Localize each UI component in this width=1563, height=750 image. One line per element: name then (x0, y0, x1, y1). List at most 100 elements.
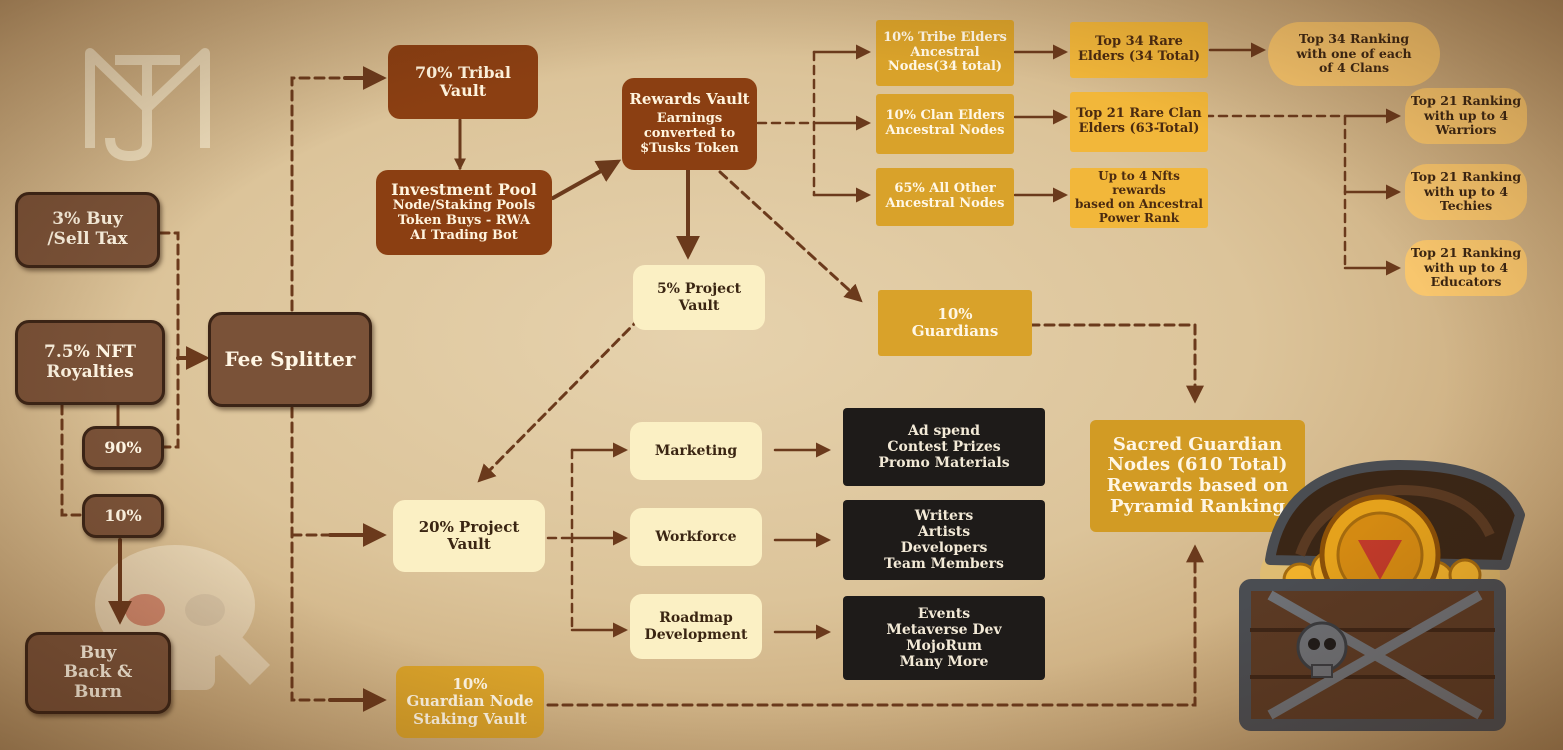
ranking-educators-line1: Top 21 Ranking (1410, 245, 1522, 261)
marketing-detail-2: Contest Prizes (887, 438, 1001, 455)
guardian-staking-line3: Staking Vault (413, 709, 527, 728)
investment-pool-title: Investment Pool (391, 179, 537, 199)
roadmap-detail-2: Metaverse Dev (886, 621, 1002, 638)
workforce-detail-3: Developers (900, 540, 988, 556)
top-34-rare-line2: Elders (34 Total) (1077, 49, 1201, 64)
tribe-elders-line3: Nodes(34 total) (887, 59, 1003, 75)
all-other-nodes-node: 65% All Other Ancestral Nodes (876, 168, 1014, 226)
sacred-line1: Sacred Guardian (1112, 433, 1283, 455)
ranking-clans-line3: of 4 Clans (1318, 60, 1390, 76)
workforce-node: Workforce (630, 508, 762, 566)
fee-splitter-label: Fee Splitter (224, 347, 356, 371)
sacred-line4: Pyramid Ranking (1110, 495, 1285, 517)
buy-back-burn-label: Buy Back & Burn (63, 642, 133, 702)
workforce-detail-1: Writers (914, 507, 974, 524)
ranking-warriors-line3: Warriors (1435, 122, 1497, 138)
roadmap-detail-1: Events (917, 605, 971, 622)
guardians-line1: 10% (937, 304, 973, 323)
buy-sell-tax-label: 3% Buy /Sell Tax (47, 209, 128, 249)
clan-elders-line2: Ancestral Nodes (885, 123, 1005, 138)
nft-royalties-label: 7.5% NFT Royalties (44, 341, 136, 382)
investment-pool-line1: Node/Staking Pools (392, 198, 536, 214)
fee-splitter-node: Fee Splitter (208, 312, 372, 407)
roadmap-line2: Development (644, 626, 748, 643)
buy-back-burn-node: Buy Back & Burn (25, 632, 171, 714)
rewards-vault-node: Rewards Vault Earnings converted to $Tus… (622, 78, 757, 170)
investment-pool-node: Investment Pool Node/Staking Pools Token… (376, 170, 552, 255)
clan-elders-line1: 10% Clan Elders (885, 108, 1005, 124)
workforce-details-node: Writers Artists Developers Team Members (843, 500, 1045, 580)
roadmap-details-node: Events Metaverse Dev MojoRum Many More (843, 596, 1045, 680)
guardian-staking-line2: Guardian Node (406, 692, 534, 711)
workforce-label: Workforce (655, 528, 737, 545)
top-21-rare-clan-node: Top 21 Rare Clan Elders (63-Total) (1070, 92, 1208, 152)
pct-90-node: 90% (82, 426, 164, 470)
ranking-educators-line3: Educators (1430, 274, 1502, 290)
ranking-techies-line3: Techies (1439, 198, 1493, 214)
top-21-rare-line2: Elders (63-Total) (1078, 121, 1200, 136)
buy-sell-tax-node: 3% Buy /Sell Tax (15, 192, 160, 268)
clan-elders-node: 10% Clan Elders Ancestral Nodes (876, 94, 1014, 154)
nft-rewards-line1: Up to 4 Nfts rewards (1098, 169, 1180, 198)
workforce-detail-4: Team Members (884, 556, 1004, 573)
ranking-techies-line1: Top 21 Ranking (1410, 169, 1522, 185)
ranking-warriors-node: Top 21 Ranking with up to 4 Warriors (1405, 88, 1527, 144)
project-vault-5-label: 5% Project Vault (656, 281, 742, 314)
top-21-rare-line1: Top 21 Rare Clan (1076, 106, 1202, 122)
marketing-label: Marketing (654, 442, 738, 459)
marketing-node: Marketing (630, 422, 762, 480)
pct-90-label: 90% (104, 437, 142, 457)
workforce-detail-2: Artists (917, 523, 971, 540)
treasure-chest-icon (1239, 460, 1525, 731)
tribe-elders-line1: 10% Tribe Elders (883, 29, 1007, 45)
ranking-warriors-line1: Top 21 Ranking (1410, 93, 1522, 109)
rewards-vault-title: Rewards Vault (629, 89, 750, 108)
investment-pool-line2: Token Buys - RWA (397, 213, 531, 229)
guardian-staking-vault-node: 10% Guardian Node Staking Vault (396, 666, 544, 738)
marketing-details-node: Ad spend Contest Prizes Promo Materials (843, 408, 1045, 486)
tribe-elders-line2: Ancestral (910, 44, 980, 60)
nft-rewards-node: Up to 4 Nfts rewards based on Ancestral … (1070, 168, 1208, 228)
ranking-clans-line2: with one of each (1296, 45, 1412, 61)
ranking-clans-node: Top 34 Ranking with one of each of 4 Cla… (1268, 22, 1440, 86)
marketing-detail-3: Promo Materials (878, 455, 1010, 472)
top-34-rare-node: Top 34 Rare Elders (34 Total) (1070, 22, 1208, 78)
investment-pool-line3: AI Trading Bot (410, 228, 518, 244)
all-other-line2: Ancestral Nodes (885, 196, 1005, 211)
sacred-guardian-node: Sacred Guardian Nodes (610 Total) Reward… (1090, 420, 1305, 532)
nft-rewards-line3: Power Rank (1098, 210, 1180, 225)
top-34-rare-line1: Top 34 Rare (1095, 34, 1183, 50)
tribal-vault-node: 70% Tribal Vault (388, 45, 538, 119)
project-vault-20-node: 20% Project Vault (393, 500, 545, 572)
guardians-node: 10% Guardians (878, 290, 1032, 356)
mt-logo (85, 48, 210, 161)
all-other-line1: 65% All Other (894, 181, 996, 197)
roadmap-line1: Roadmap (659, 610, 733, 627)
pct-10-label: 10% (104, 505, 142, 525)
roadmap-detail-4: Many More (899, 654, 989, 671)
ranking-warriors-line2: with up to 4 (1423, 107, 1509, 123)
ranking-clans-line1: Top 34 Ranking (1298, 31, 1410, 47)
pct-10-node: 10% (82, 494, 164, 538)
ranking-educators-line2: with up to 4 (1423, 259, 1509, 275)
project-vault-5-node: 5% Project Vault (633, 265, 765, 330)
marketing-detail-1: Ad spend (907, 422, 981, 439)
rewards-vault-line2: converted to (643, 126, 736, 142)
ranking-techies-line2: with up to 4 (1423, 183, 1509, 199)
tribe-elders-node: 10% Tribe Elders Ancestral Nodes(34 tota… (876, 20, 1014, 86)
rewards-vault-line3: $Tusks Token (640, 141, 739, 157)
skull-watermark (95, 545, 270, 690)
rewards-vault-line1: Earnings (656, 111, 723, 127)
sacred-line2: Nodes (610 Total) (1107, 454, 1288, 476)
guardian-staking-line1: 10% (452, 675, 488, 694)
nft-royalties-node: 7.5% NFT Royalties (15, 320, 165, 405)
sacred-line3: Rewards based on (1106, 475, 1289, 496)
guardians-line2: Guardians (911, 322, 999, 340)
ranking-educators-node: Top 21 Ranking with up to 4 Educators (1405, 240, 1527, 296)
project-vault-20-label: 20% Project Vault (418, 517, 520, 553)
tribal-vault-label: 70% Tribal Vault (415, 62, 511, 100)
ranking-techies-node: Top 21 Ranking with up to 4 Techies (1405, 164, 1527, 220)
roadmap-node: Roadmap Development (630, 594, 762, 659)
nft-rewards-line2: based on Ancestral (1075, 197, 1203, 211)
